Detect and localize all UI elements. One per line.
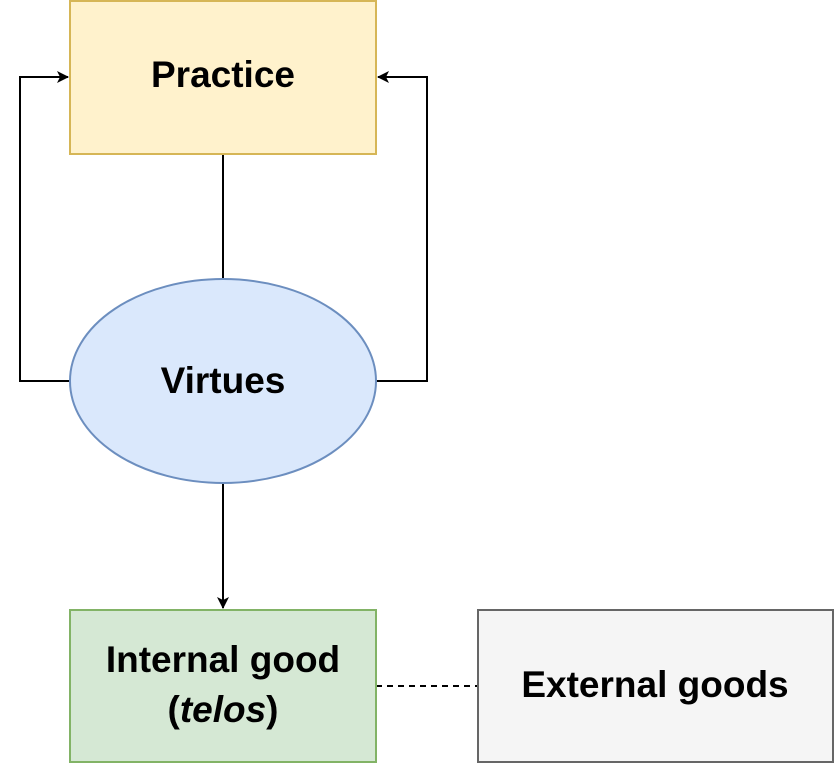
node-virtues: Virtues — [69, 278, 377, 484]
practice-label: Practice — [151, 54, 295, 95]
internal-good-box — [69, 609, 377, 763]
virtues-label: Virtues — [161, 360, 286, 401]
external-goods-box — [477, 609, 834, 763]
edge-virtues-to-practice-right — [376, 71, 428, 382]
internal-good-close-paren: ) — [266, 689, 278, 730]
internal-good-label-line1: Internal good — [106, 639, 340, 680]
internal-good-telos: telos — [180, 689, 266, 730]
edge-virtues-to-practice-left — [19, 71, 70, 382]
node-external-goods: External goods — [477, 609, 834, 763]
external-goods-label: External goods — [521, 664, 788, 705]
node-practice: Practice — [69, 0, 377, 155]
internal-good-open-paren: ( — [167, 689, 180, 730]
node-internal-good: Internal good (telos) — [69, 609, 377, 763]
internal-good-label-line2: (telos) — [167, 689, 278, 730]
practice-box — [69, 0, 377, 155]
virtues-ellipse — [69, 278, 377, 484]
